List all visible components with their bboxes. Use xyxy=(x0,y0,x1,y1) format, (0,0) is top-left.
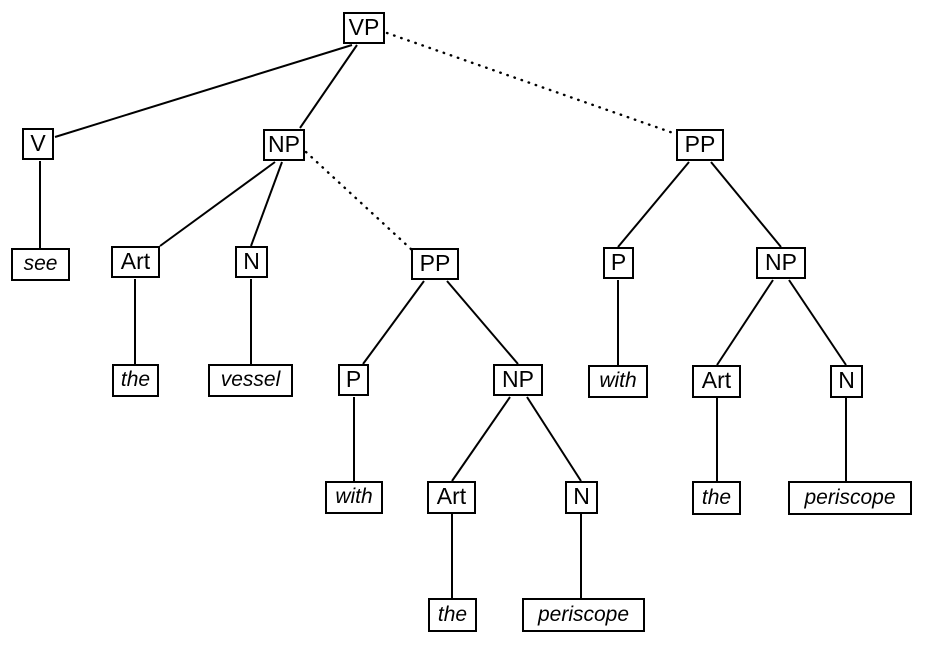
category-node-n1: N xyxy=(235,246,268,278)
tree-edge-np3-to-art3 xyxy=(716,279,774,366)
category-node-art2: Art xyxy=(427,481,476,514)
node-label: the xyxy=(701,485,732,509)
node-label: P xyxy=(610,248,627,275)
category-node-p1: P xyxy=(338,364,369,396)
node-label: P xyxy=(345,365,362,392)
tree-edge-np1-to-n1 xyxy=(250,161,283,247)
tree-edge-pp2-to-p2 xyxy=(617,161,690,248)
node-label: PP xyxy=(419,249,451,276)
tree-edge-vp-to-v xyxy=(54,44,353,138)
tree-edge-np1-to-art1 xyxy=(159,161,276,247)
category-node-pp2: PP xyxy=(676,129,724,161)
node-label: N xyxy=(573,483,590,509)
leaf-node-with1: with xyxy=(325,481,383,514)
node-label: periscope xyxy=(804,485,896,509)
tree-edge-np1-to-pp1 xyxy=(304,150,414,252)
tree-edge-np2-to-n2 xyxy=(526,396,582,482)
node-label: NP xyxy=(502,365,534,392)
category-node-art3: Art xyxy=(692,365,741,398)
node-label: N xyxy=(838,367,855,393)
tree-edge-vp-to-pp2 xyxy=(385,31,678,136)
node-label: V xyxy=(30,129,46,156)
node-label: periscope xyxy=(537,602,630,626)
node-label: Art xyxy=(436,483,467,509)
node-label: the xyxy=(120,368,151,391)
node-label: N xyxy=(243,247,260,274)
tree-edge-pp2-to-np3 xyxy=(710,161,782,248)
node-label: NP xyxy=(765,248,797,275)
category-node-n2: N xyxy=(565,481,598,514)
tree-edge-np2-to-art2 xyxy=(451,396,511,482)
category-node-np2: NP xyxy=(493,364,543,396)
tree-edge-pp1-to-np2 xyxy=(446,280,519,365)
node-label: VP xyxy=(348,13,380,40)
leaf-node-the1: the xyxy=(112,364,159,397)
leaf-node-see: see xyxy=(11,248,70,281)
category-node-v: V xyxy=(22,128,54,160)
node-label: see xyxy=(23,252,58,275)
tree-edge-np3-to-n3 xyxy=(788,279,847,366)
node-label: Art xyxy=(701,367,732,393)
node-label: with xyxy=(599,369,637,392)
node-label: Art xyxy=(120,247,151,274)
node-label: the xyxy=(437,602,468,626)
leaf-node-vessel: vessel xyxy=(208,364,293,397)
category-node-vp: VP xyxy=(343,12,385,44)
category-node-art1: Art xyxy=(111,246,160,278)
category-node-np1: NP xyxy=(263,129,305,161)
leaf-node-periscope2: periscope xyxy=(788,481,912,515)
leaf-node-with2: with xyxy=(588,365,648,398)
category-node-np3: NP xyxy=(756,247,806,279)
leaf-node-periscope1: periscope xyxy=(522,598,645,632)
node-label: PP xyxy=(684,130,716,157)
category-node-pp1: PP xyxy=(411,248,459,280)
node-label: NP xyxy=(268,130,300,157)
node-label: with xyxy=(335,485,373,508)
leaf-node-the2: the xyxy=(428,598,477,632)
leaf-node-the3: the xyxy=(692,481,741,515)
category-node-n3: N xyxy=(830,365,863,398)
node-label: vessel xyxy=(220,368,281,391)
category-node-p2: P xyxy=(603,247,634,279)
tree-edge-vp-to-np1 xyxy=(299,44,358,129)
tree-edge-pp1-to-p1 xyxy=(362,280,425,365)
